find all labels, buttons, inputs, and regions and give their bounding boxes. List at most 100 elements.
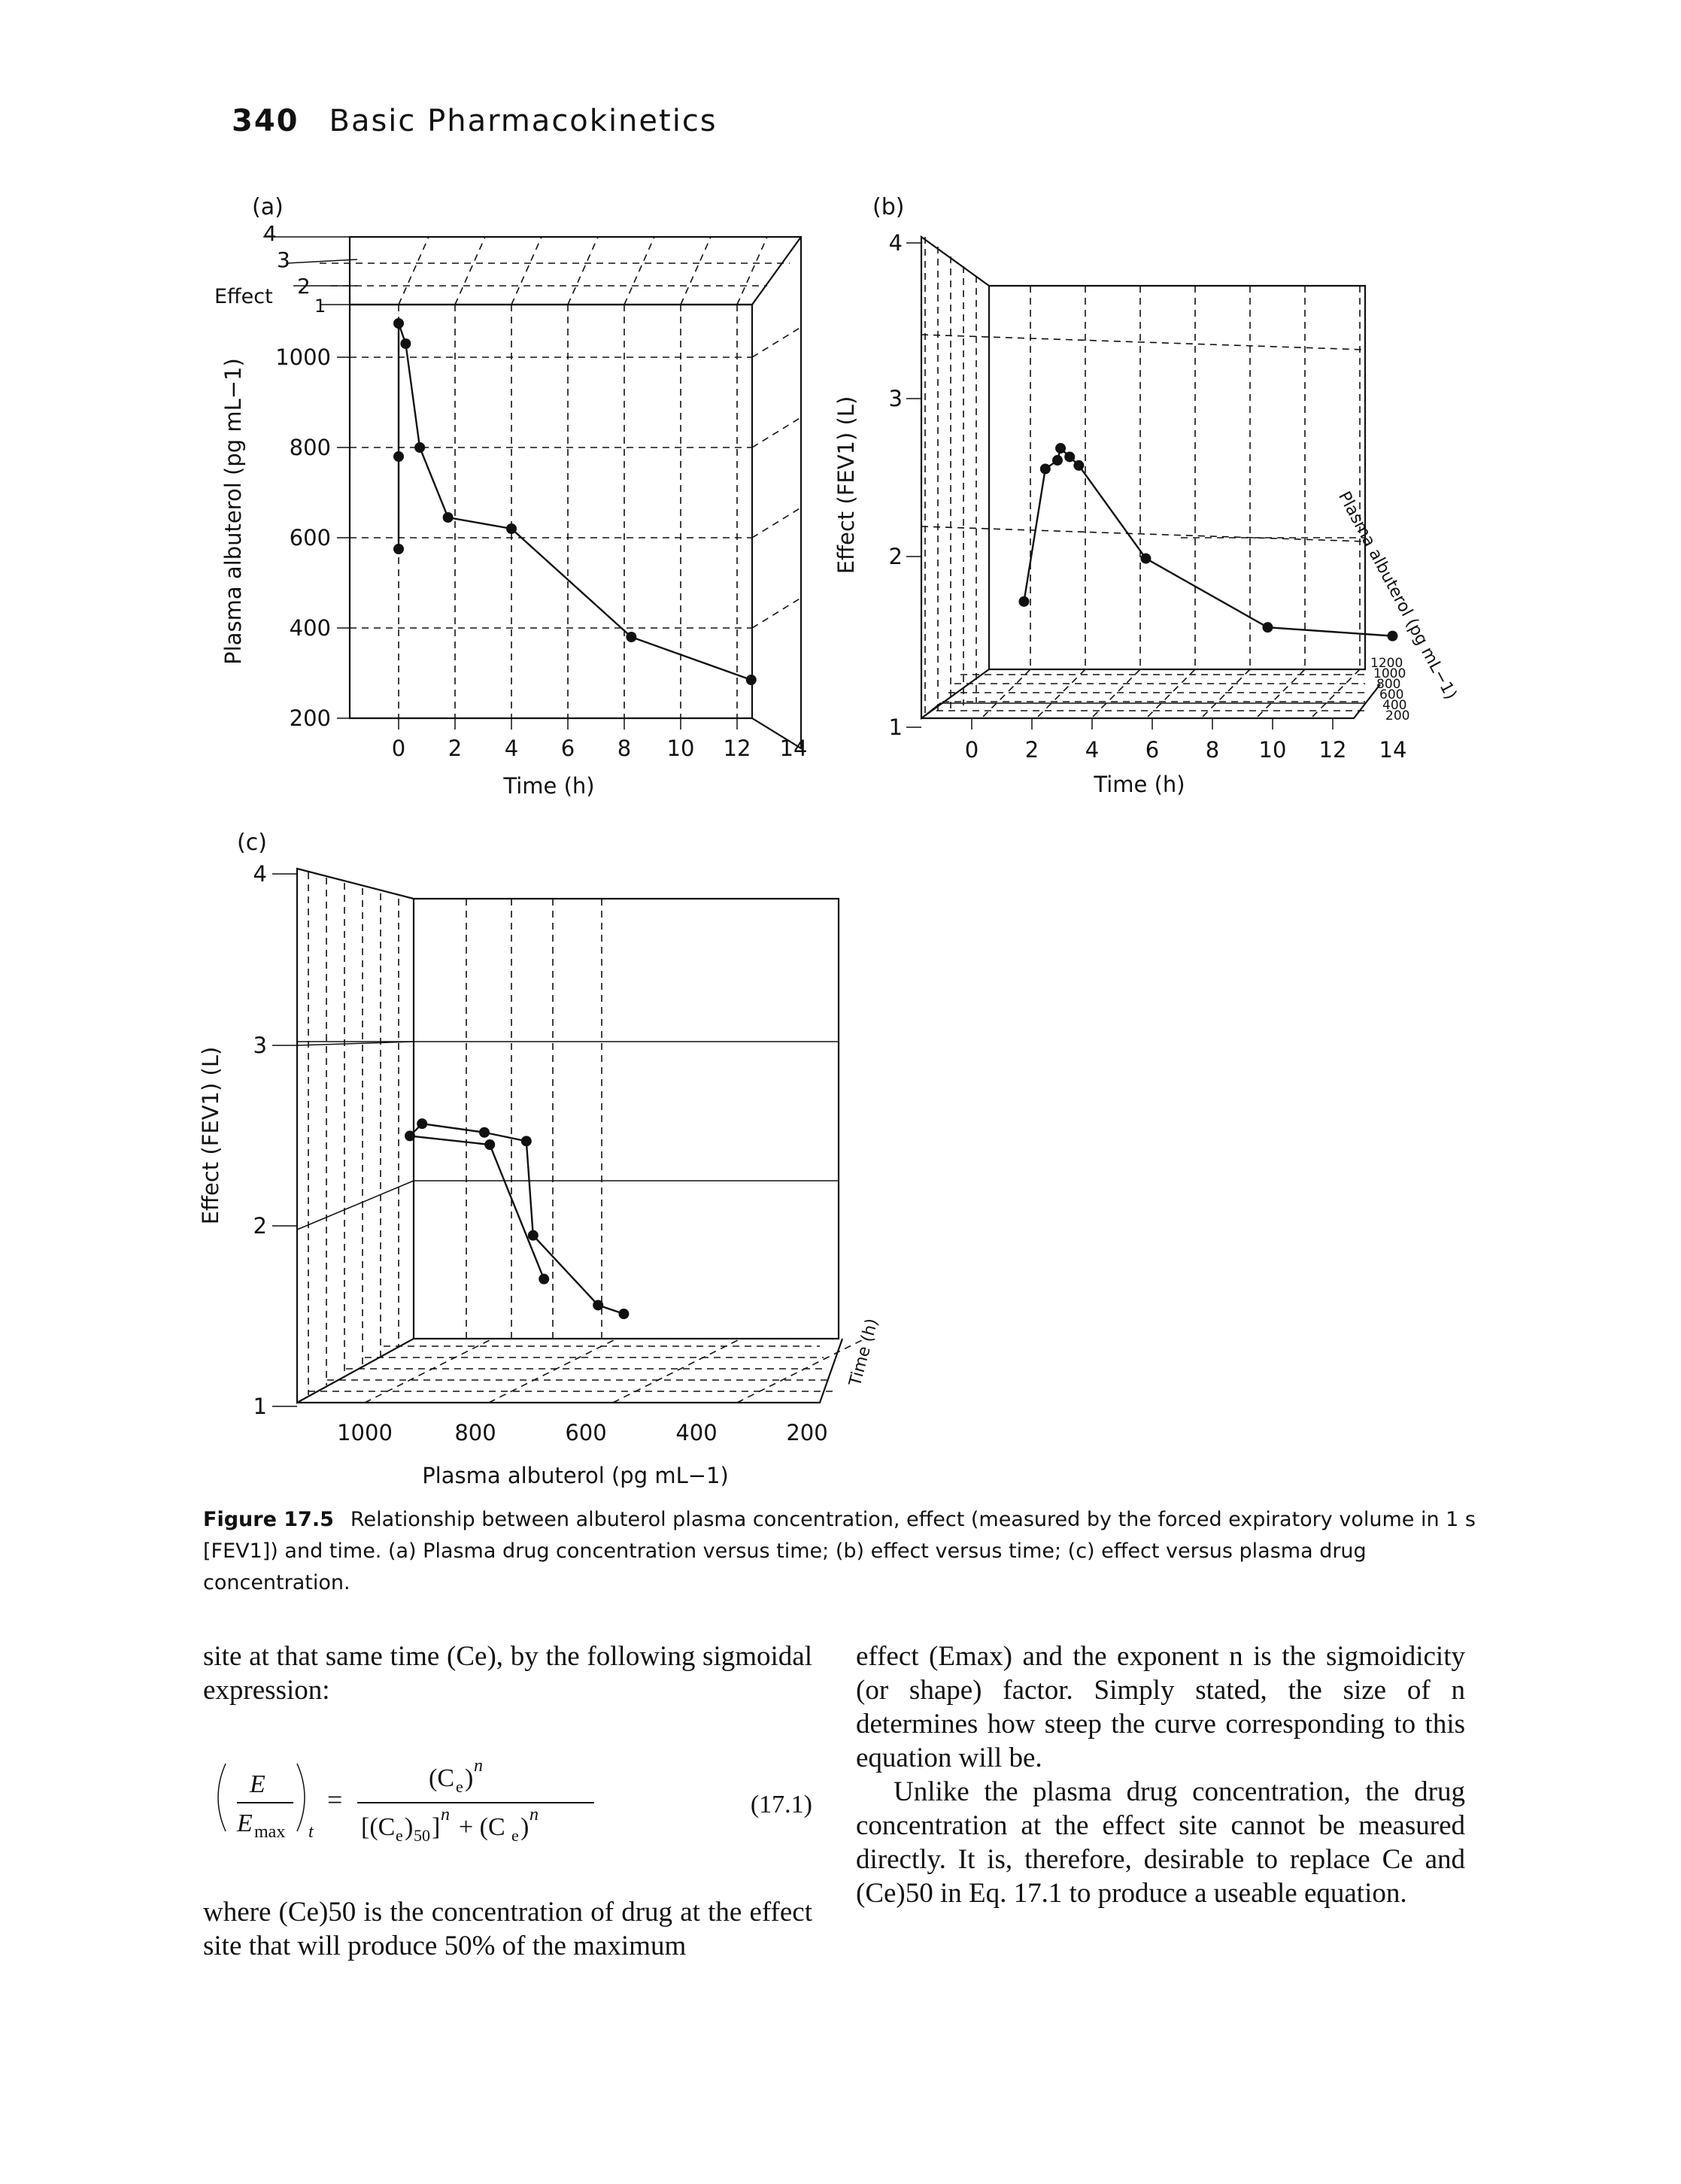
panel-c-x-label: Plasma albuterol (pg mL−1): [422, 1463, 729, 1488]
panel-c-point: [539, 1273, 550, 1285]
grid-line: [567, 236, 599, 305]
panel-b-series: [1018, 443, 1398, 642]
y-tick-label: 1: [889, 714, 903, 740]
y-tick-label: 3: [889, 386, 903, 411]
panel-a-z-tick-3: 3: [277, 247, 290, 272]
panel-a-z-tick-4: 4: [263, 221, 277, 246]
panel-c-point: [405, 1130, 415, 1142]
panel-a-series: [393, 318, 757, 685]
figure-label: Figure 17.5: [203, 1508, 334, 1531]
grid-line: [454, 236, 486, 305]
z-tick-label: 200: [1385, 708, 1409, 723]
svg-text:+ (C: + (C: [459, 1813, 505, 1841]
panel-b-grid: [921, 237, 1366, 719]
panel-a-z-tick-2: 2: [297, 274, 311, 299]
grid-line: [751, 417, 802, 448]
grid-line: [364, 1338, 493, 1403]
x-tick-label: 4: [505, 736, 518, 761]
svg-text:E: E: [249, 1770, 266, 1798]
grid-line: [736, 1338, 866, 1403]
x-tick-label: 8: [617, 736, 631, 761]
equation-number: (17.1): [751, 1791, 812, 1818]
svg-text:t: t: [308, 1822, 314, 1842]
svg-text:e: e: [511, 1826, 519, 1845]
svg-text:): ): [465, 1764, 473, 1792]
panel-c-point: [527, 1230, 539, 1241]
x-tick-label: 6: [561, 736, 575, 761]
z-tick-label: 400: [1382, 698, 1406, 713]
grid-line: [296, 1041, 414, 1046]
x-tick-label: 400: [675, 1420, 717, 1445]
equation-17-1: E E max t = (C e ) n [(C e ) 50 ] n + (C…: [203, 1734, 812, 1861]
y-tick-label: 4: [889, 230, 903, 256]
x-tick-label: 10: [1259, 737, 1287, 763]
y-tick-label: 1000: [275, 344, 331, 370]
svg-text:e: e: [396, 1826, 403, 1845]
panel-b-point: [1387, 630, 1398, 642]
panel-a-z-label: Effect: [214, 285, 273, 308]
z-tick-label: 1000: [1373, 666, 1406, 681]
panel-a-point: [506, 523, 517, 534]
panel-a-point: [393, 451, 404, 462]
grid-line: [751, 507, 802, 538]
svg-text:n: n: [474, 1756, 483, 1776]
y-tick-label: 2: [889, 544, 903, 569]
x-tick-label: 8: [1206, 737, 1219, 763]
panel-a-line: [397, 323, 752, 681]
panel-b-point: [1262, 622, 1273, 633]
panel-a-point: [745, 675, 757, 685]
x-tick-label: 0: [392, 736, 405, 761]
panel-b-box: [920, 235, 1381, 720]
svg-text:e: e: [456, 1777, 463, 1796]
panel-c-point: [618, 1309, 630, 1320]
x-tick-label: 2: [1025, 737, 1039, 763]
panel-c-grid: [296, 872, 866, 1403]
svg-text:[(C: [(C: [361, 1813, 395, 1841]
grid-line: [751, 597, 802, 629]
y-tick-label: 200: [290, 705, 331, 731]
right-paragraph-2: Unlike the plasma drug concentration, th…: [856, 1776, 1465, 1909]
svg-text:n: n: [529, 1805, 539, 1825]
x-tick-label: 14: [1379, 737, 1407, 763]
panel-b-line: [1023, 446, 1393, 637]
panel-b-label: (b): [872, 194, 904, 220]
equation-graphic: E E max t = (C e ) n [(C e ) 50 ] n + (C…: [217, 1756, 812, 1845]
panel-a-y-label: Plasma albuterol (pg mL−1): [220, 358, 246, 665]
panel-b-point: [1052, 455, 1063, 466]
right-paragraph-1: effect (Emax) and the exponent n is the …: [856, 1641, 1465, 1773]
y-tick-label: 1: [253, 1394, 267, 1419]
svg-text:=: =: [327, 1785, 342, 1815]
x-tick-label: 0: [965, 737, 979, 763]
left-column: site at that same time (Ce), by the foll…: [203, 1640, 812, 1963]
y-tick-label: 2: [253, 1213, 267, 1239]
right-column: effect (Emax) and the exponent n is the …: [856, 1640, 1465, 1910]
panel-b-point: [1140, 553, 1152, 564]
left-paragraph-2: where (Ce)50 is the concentration of dru…: [203, 1897, 812, 1961]
grid-line: [921, 526, 1366, 542]
panel-c-box: [296, 867, 844, 1404]
svg-text:n: n: [441, 1805, 450, 1825]
svg-text:): ): [405, 1813, 413, 1841]
panel-a-z-tick-1: 1: [314, 296, 326, 317]
figure-caption-text: Relationship between albuterol plasma co…: [203, 1508, 1476, 1594]
x-tick-label: 200: [786, 1420, 827, 1445]
panel-a-box: [263, 235, 803, 750]
panel-c-series: [405, 1118, 630, 1320]
z-tick-label: 1200: [1370, 656, 1403, 671]
x-tick-label: 12: [724, 736, 751, 761]
z-tick-label: 600: [1379, 687, 1403, 702]
grid-line: [751, 326, 802, 358]
panel-c-point: [417, 1118, 428, 1130]
svg-text:]: ]: [432, 1813, 440, 1841]
grid-line: [488, 1338, 617, 1403]
